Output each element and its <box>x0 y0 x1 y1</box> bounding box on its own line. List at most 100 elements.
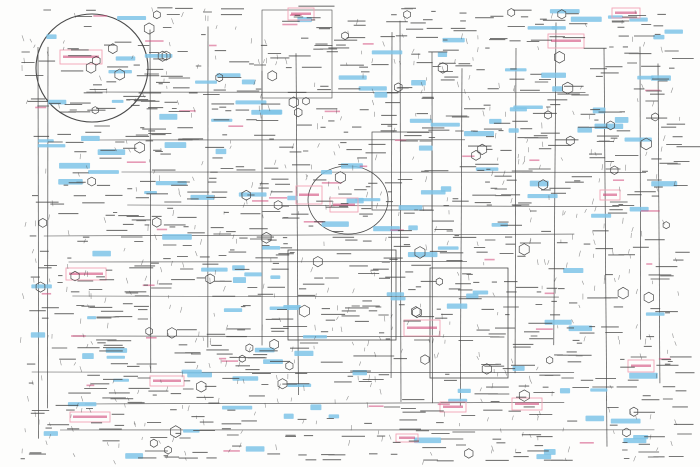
highlight-blue <box>509 107 527 112</box>
pink-scribble <box>390 229 404 231</box>
pink-scribble <box>529 159 540 162</box>
highlight-blue <box>374 91 388 98</box>
highlight-blue <box>448 398 468 403</box>
highlight-blue <box>440 186 452 192</box>
pink-scribble <box>321 182 342 184</box>
highlight-blue <box>570 16 602 22</box>
highlight-blue <box>283 413 294 419</box>
handwritten-scribble <box>20 7 681 465</box>
pink-scribble <box>156 228 168 231</box>
pink-scribble <box>252 200 269 202</box>
pink-scribble <box>218 357 227 360</box>
highlight-blue <box>466 293 479 299</box>
pathway-line <box>295 53 299 395</box>
pink-scribble <box>73 415 107 418</box>
highlight-blue <box>144 53 173 58</box>
highlight-blue <box>420 190 446 195</box>
pink-scribble <box>41 292 52 295</box>
pink-scribble <box>544 292 555 295</box>
highlight-blue <box>262 246 281 250</box>
highlight-blue <box>37 144 66 148</box>
highlight-blue <box>81 135 100 142</box>
highlight-blue <box>245 446 265 452</box>
highlight-blue <box>260 109 283 115</box>
highlight-blue <box>398 205 423 211</box>
pathway-line <box>657 63 661 384</box>
highlight-blue <box>446 303 468 309</box>
pink-scribble <box>324 110 340 113</box>
highlight-blue <box>437 246 459 250</box>
pink-scribble <box>299 193 319 196</box>
pink-scribble <box>69 272 103 275</box>
pink-box <box>395 433 419 443</box>
highlight-blue <box>386 292 405 297</box>
pink-box <box>69 411 111 423</box>
pink-scribble <box>153 379 181 382</box>
pathway-line <box>127 204 620 207</box>
highlight-blue <box>624 137 652 142</box>
pink-scribble <box>658 358 671 360</box>
highlight-blue <box>645 312 665 316</box>
highlight-blue <box>551 26 566 30</box>
pathway-line <box>86 91 586 93</box>
highlight-blue <box>585 415 605 422</box>
highlight-blue <box>411 80 426 86</box>
pink-scribble <box>535 328 553 330</box>
highlight-blue <box>371 50 403 55</box>
pink-scribble <box>145 40 164 42</box>
pathway-loop <box>429 267 509 379</box>
highlight-blue <box>223 308 243 313</box>
pink-box <box>511 397 543 411</box>
highlight-blue <box>409 118 432 123</box>
highlight-blue <box>302 335 327 339</box>
highlight-blue <box>338 75 367 80</box>
highlight-blue <box>269 306 299 311</box>
pink-scribble <box>268 197 288 199</box>
highlight-blue <box>201 267 228 272</box>
highlight-blue <box>59 162 91 169</box>
pink-scribble <box>126 161 146 163</box>
pink-box <box>65 267 107 281</box>
pink-box <box>627 359 655 373</box>
pink-scribble <box>646 263 653 265</box>
pathway-line <box>514 48 517 374</box>
highlight-blue <box>512 365 525 371</box>
pink-scribble <box>223 450 240 452</box>
highlight-blue <box>187 372 212 378</box>
highlight-blue <box>413 437 442 444</box>
highlight-blue <box>31 284 52 289</box>
handwritten-scribble <box>20 5 700 462</box>
pathway-line <box>390 32 393 379</box>
highlight-blue <box>650 75 671 81</box>
highlight-blue <box>591 213 612 218</box>
highlight-blue <box>117 16 147 21</box>
highlight-blue <box>614 116 629 123</box>
highlight-blue <box>241 79 256 85</box>
pink-scribble <box>645 89 661 92</box>
pink-box <box>599 189 621 201</box>
highlight-blue <box>590 388 608 392</box>
pink-box <box>295 185 323 205</box>
highlight-blue <box>82 353 94 360</box>
highlight-blue <box>232 376 259 381</box>
highlight-blue <box>536 454 552 460</box>
highlight-blue <box>437 52 448 58</box>
highlight-blue <box>111 99 124 103</box>
highlight-blue <box>664 29 683 34</box>
pink-scribble <box>63 55 99 58</box>
highlight-blue <box>629 17 648 22</box>
pink-box <box>287 7 315 21</box>
pink-scribble <box>484 258 495 261</box>
pathway-line <box>72 335 500 338</box>
pink-scribble <box>93 15 108 17</box>
highlight-blue <box>215 148 227 155</box>
highlight-blue <box>527 26 558 30</box>
highlight-blue <box>46 34 57 39</box>
pink-scribble <box>612 179 625 182</box>
pink-scribble <box>579 442 594 444</box>
pathway-line <box>31 371 575 373</box>
highlight-blue <box>108 69 132 74</box>
highlight-blue <box>92 250 111 257</box>
highlight-blue <box>651 181 678 187</box>
highlight-blue <box>529 180 549 187</box>
